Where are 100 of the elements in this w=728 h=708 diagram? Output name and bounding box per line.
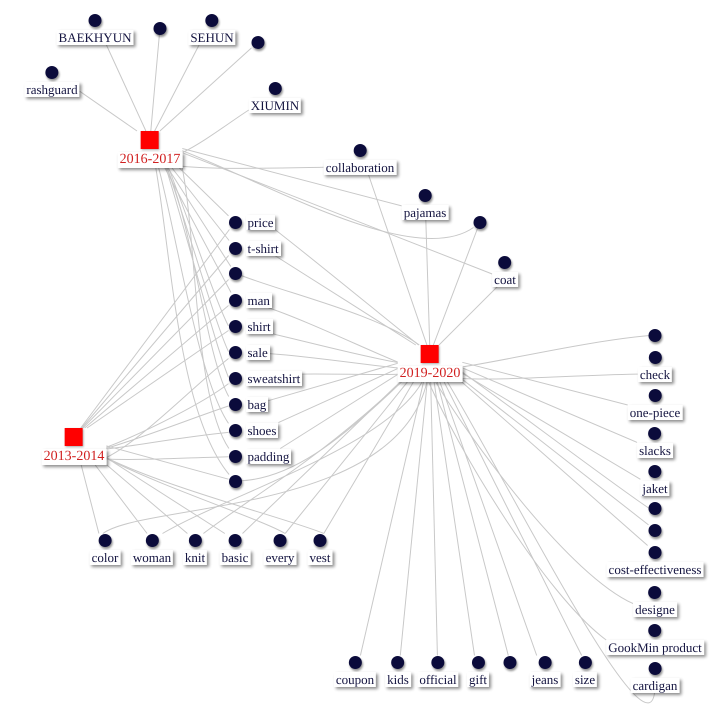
link-line bbox=[432, 228, 478, 346]
link-line bbox=[84, 305, 229, 428]
node-label: man bbox=[246, 292, 272, 308]
link-line bbox=[94, 464, 148, 534]
link-line bbox=[447, 382, 656, 703]
node-label: jaket bbox=[640, 480, 670, 496]
node-label: rashguard bbox=[24, 82, 80, 96]
link-line bbox=[182, 110, 250, 154]
link-line bbox=[368, 174, 428, 346]
link-line bbox=[267, 307, 398, 363]
link-line bbox=[106, 458, 286, 534]
link-line bbox=[462, 362, 628, 406]
link-line bbox=[80, 464, 100, 534]
node-label: sale bbox=[246, 344, 270, 360]
link-line bbox=[106, 457, 324, 534]
link-line bbox=[400, 382, 428, 656]
node-label: bag bbox=[246, 396, 268, 412]
link-line bbox=[106, 456, 229, 460]
link-line bbox=[284, 382, 408, 534]
link-line bbox=[435, 382, 634, 604]
node-label: t-shirt bbox=[246, 240, 281, 256]
link-line bbox=[86, 330, 229, 428]
link-line bbox=[172, 168, 230, 241]
node-label: knit bbox=[182, 550, 208, 564]
node-label: shoes bbox=[246, 422, 278, 438]
link-line bbox=[425, 219, 430, 346]
link-line bbox=[155, 168, 230, 475]
link-line bbox=[438, 286, 498, 346]
link-line bbox=[278, 368, 398, 424]
link-line bbox=[323, 382, 414, 534]
link-line bbox=[242, 382, 401, 534]
link-line bbox=[167, 168, 232, 267]
link-line bbox=[280, 374, 398, 449]
year-label: 2016-2017 bbox=[118, 152, 182, 168]
link-line bbox=[462, 335, 649, 368]
link-line bbox=[241, 382, 402, 482]
link-line bbox=[106, 44, 146, 132]
node-label: GookMin product bbox=[606, 640, 704, 654]
link-line bbox=[178, 168, 229, 216]
link-line bbox=[430, 382, 438, 656]
link-line bbox=[462, 367, 638, 443]
link-line bbox=[182, 148, 402, 206]
link-line bbox=[158, 168, 229, 424]
link-line bbox=[182, 168, 230, 449]
node-label: kids bbox=[385, 672, 411, 686]
node-label: coupon bbox=[334, 672, 376, 686]
link-line bbox=[102, 382, 428, 534]
node-label: color bbox=[90, 550, 120, 564]
node-label: cost-effectiveness bbox=[606, 562, 704, 576]
node-label: slacks bbox=[637, 442, 673, 458]
node-label: basic bbox=[220, 550, 250, 564]
node-label: check bbox=[638, 366, 672, 382]
link-line bbox=[106, 464, 188, 534]
node-label: woman bbox=[130, 550, 174, 564]
link-line bbox=[106, 445, 229, 480]
node-label: BAEKHYUN bbox=[56, 30, 134, 44]
link-line bbox=[462, 374, 638, 380]
link-line bbox=[360, 382, 424, 656]
link-line bbox=[106, 406, 229, 449]
link-line bbox=[159, 47, 252, 132]
link-line bbox=[241, 275, 420, 346]
link-line bbox=[436, 382, 509, 656]
node-label: XIUMIN bbox=[248, 98, 302, 112]
link-line bbox=[150, 34, 160, 132]
link-line bbox=[106, 432, 229, 450]
link-line bbox=[106, 358, 229, 458]
link-line bbox=[462, 372, 649, 508]
node-label: vest bbox=[308, 550, 332, 564]
link-line bbox=[202, 382, 402, 534]
link-line bbox=[274, 255, 416, 346]
node-label: gift bbox=[466, 672, 490, 686]
node-label: pajamas bbox=[402, 204, 448, 220]
node-label: cardigan bbox=[630, 678, 680, 692]
node-label: size bbox=[572, 672, 598, 686]
node-label: official bbox=[417, 672, 459, 686]
link-line bbox=[268, 362, 398, 402]
link-line bbox=[269, 353, 398, 368]
link-line bbox=[154, 44, 200, 132]
node-label: one-piece bbox=[628, 404, 682, 420]
link-line bbox=[444, 382, 582, 656]
link-line bbox=[164, 168, 232, 293]
link-line bbox=[182, 152, 493, 274]
link-line bbox=[434, 382, 475, 656]
link-line bbox=[302, 374, 398, 376]
link-line bbox=[274, 229, 420, 346]
link-line bbox=[439, 382, 538, 656]
node-label: SEHUN bbox=[188, 30, 236, 44]
link-line bbox=[162, 382, 423, 534]
node-label: price bbox=[246, 214, 276, 230]
node-label: jeans bbox=[530, 672, 560, 686]
link-line bbox=[428, 382, 607, 640]
link-line bbox=[168, 168, 229, 326]
year-label: 2019-2020 bbox=[398, 366, 462, 382]
link-line bbox=[79, 90, 138, 132]
link-line bbox=[270, 333, 398, 363]
node-label: every bbox=[264, 550, 296, 564]
link-line bbox=[462, 372, 641, 480]
link-line bbox=[182, 166, 324, 169]
node-label: coat bbox=[492, 272, 518, 286]
node-label: sweatshirt bbox=[246, 370, 302, 386]
